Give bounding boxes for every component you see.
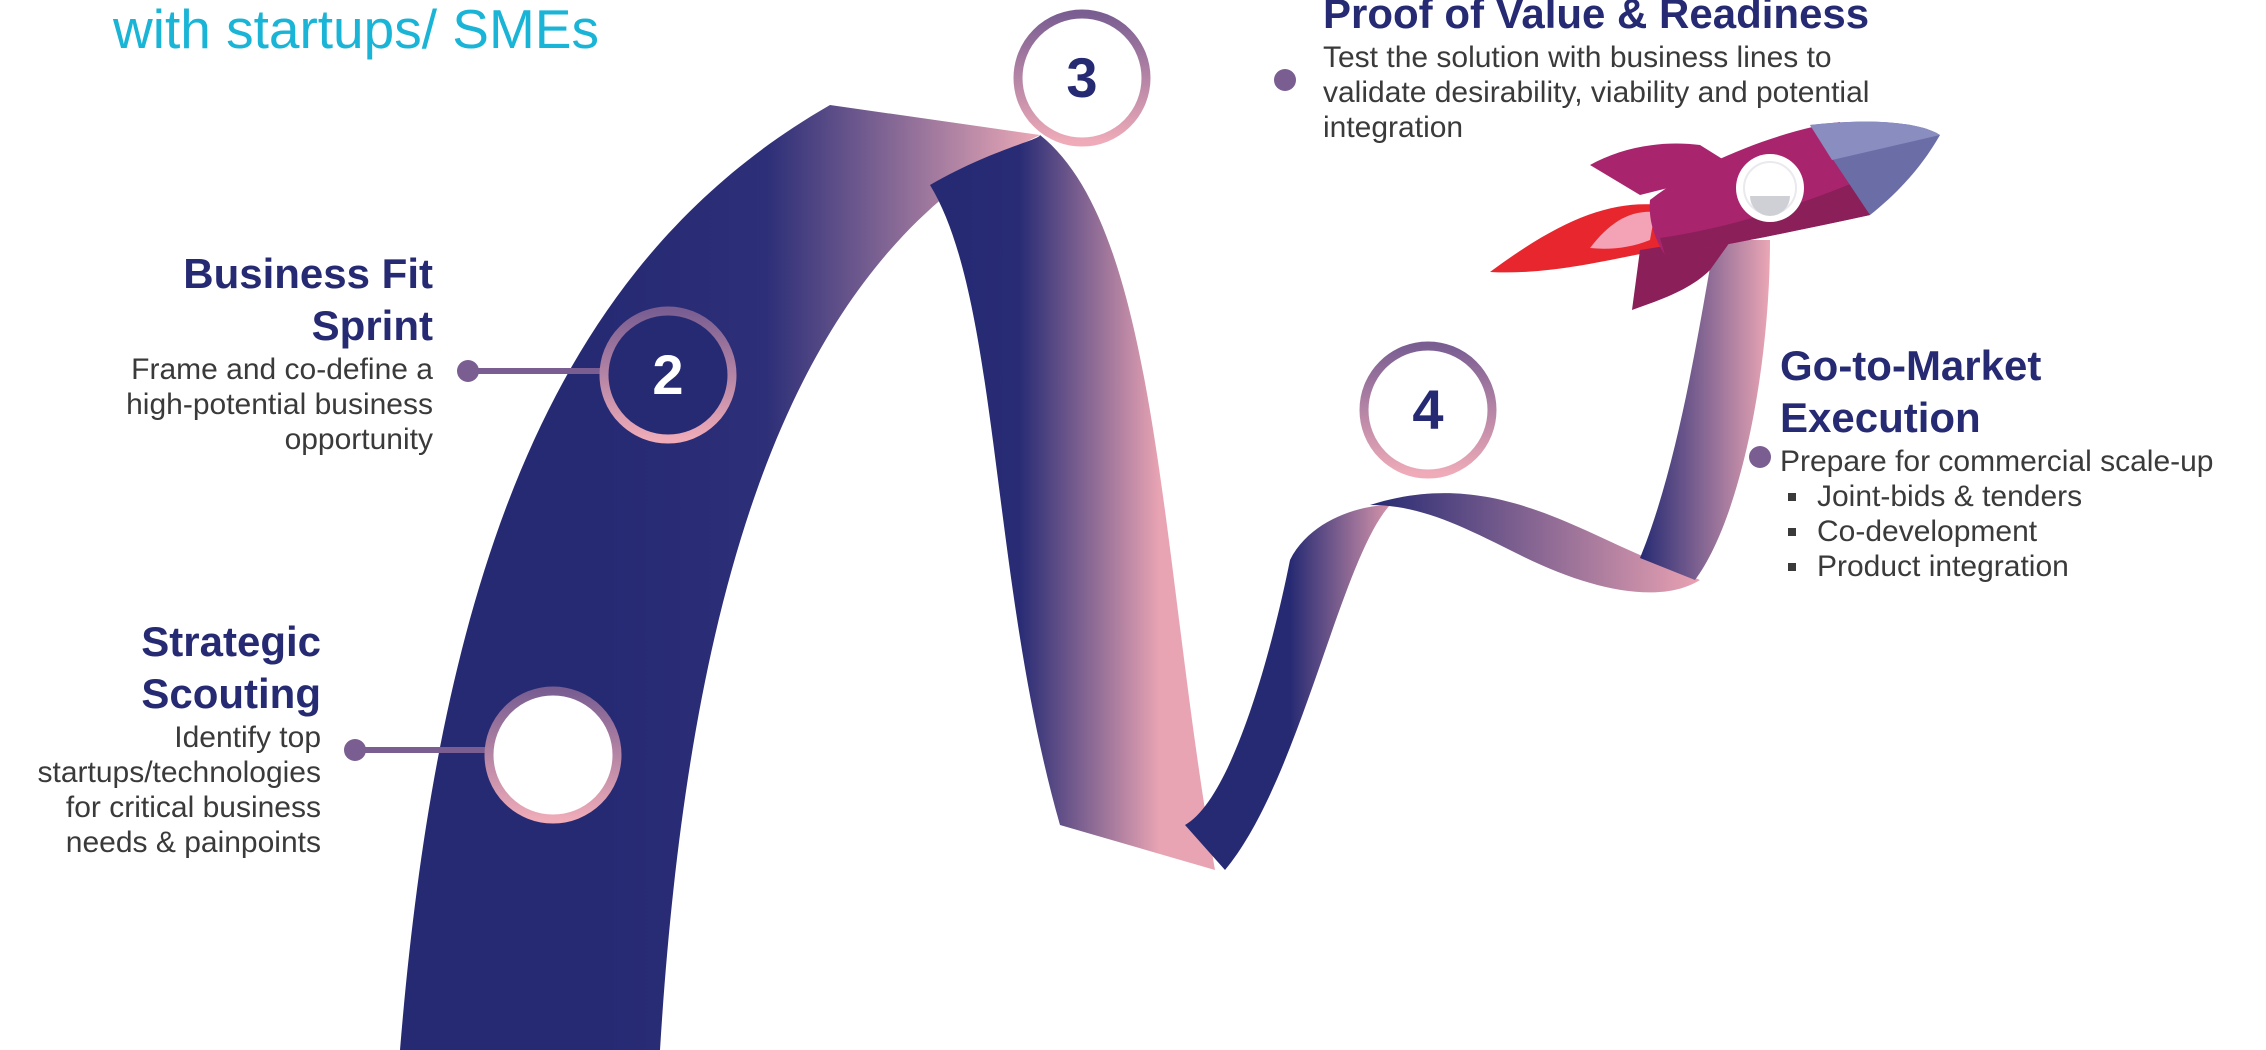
step-3-text: Proof of Value & Readiness Test the solu… — [1323, 0, 2123, 145]
step-2-description-line: Frame and co-define a — [60, 352, 433, 387]
step-4-bullet-item: Joint-bids & tenders — [1780, 479, 2266, 514]
step-4-description: Prepare for commercial scale-up — [1780, 444, 2266, 479]
page-title-fragment: with startups/ SMEs — [112, 0, 599, 60]
step-2-number: 2 — [652, 343, 683, 406]
step-4-text: Go-to-Market Execution Prepare for comme… — [1780, 340, 2266, 584]
step-1-description-line: for critical business — [0, 790, 321, 825]
step-4-marker: 4 — [1364, 346, 1492, 474]
step-3-connector-dot — [1274, 69, 1296, 91]
step-4-bullet-item: Co-development — [1780, 514, 2266, 549]
ribbon-segment — [1185, 505, 1390, 870]
step-4-number: 4 — [1412, 378, 1443, 441]
step-2-description-line: opportunity — [60, 422, 433, 457]
step-2-marker: 2 — [604, 311, 732, 439]
step-1-description-line: Identify top — [0, 720, 321, 755]
step-2-description-line: high-potential business — [60, 387, 433, 422]
step-4-bullet-list: Joint-bids & tenders Co-development Prod… — [1780, 479, 2266, 584]
step-3-description-line: integration — [1323, 110, 2123, 145]
step-3-number: 3 — [1066, 46, 1097, 109]
step-1-number: 1 — [537, 723, 568, 786]
step-1-description: Identify top startups/technologies for c… — [0, 720, 321, 860]
step-2-description: Frame and co-define a high-potential bus… — [60, 352, 433, 457]
step-1-description-line: needs & painpoints — [0, 825, 321, 860]
step-4-connector-dot — [1749, 446, 1771, 468]
step-2-title-line: Sprint — [60, 300, 433, 352]
step-1-marker: 1 — [489, 691, 617, 819]
step-3-title-line: Proof of Value & Readiness — [1323, 0, 2123, 40]
step-4-title: Go-to-Market Execution — [1780, 340, 2266, 444]
step-4-description-line: Prepare for commercial scale-up — [1780, 444, 2266, 479]
step-1-title-line: Scouting — [0, 668, 321, 720]
step-2-text: Business Fit Sprint Frame and co-define … — [60, 248, 433, 457]
step-3-marker: 3 — [1018, 14, 1146, 142]
step-4-title-line: Go-to-Market — [1780, 340, 2266, 392]
step-1-description-line: startups/technologies — [0, 755, 321, 790]
ribbon-segment — [930, 135, 1215, 870]
step-1-text: Strategic Scouting Identify top startups… — [0, 616, 321, 860]
step-2-title-line: Business Fit — [60, 248, 433, 300]
step-3-description-line: validate desirability, viability and pot… — [1323, 75, 2123, 110]
step-2-title: Business Fit Sprint — [60, 248, 433, 352]
step-3-title: Proof of Value & Readiness — [1323, 0, 2123, 40]
step-4-title-line: Execution — [1780, 392, 2266, 444]
step-2-connector-dot — [457, 360, 479, 382]
step-1-title-line: Strategic — [0, 616, 321, 668]
ribbon-segment — [400, 105, 1040, 1050]
step-1-connector-dot — [344, 739, 366, 761]
step-4-bullet-item: Product integration — [1780, 549, 2266, 584]
step-3-description: Test the solution with business lines to… — [1323, 40, 2123, 145]
step-1-title: Strategic Scouting — [0, 616, 321, 720]
step-3-description-line: Test the solution with business lines to — [1323, 40, 2123, 75]
